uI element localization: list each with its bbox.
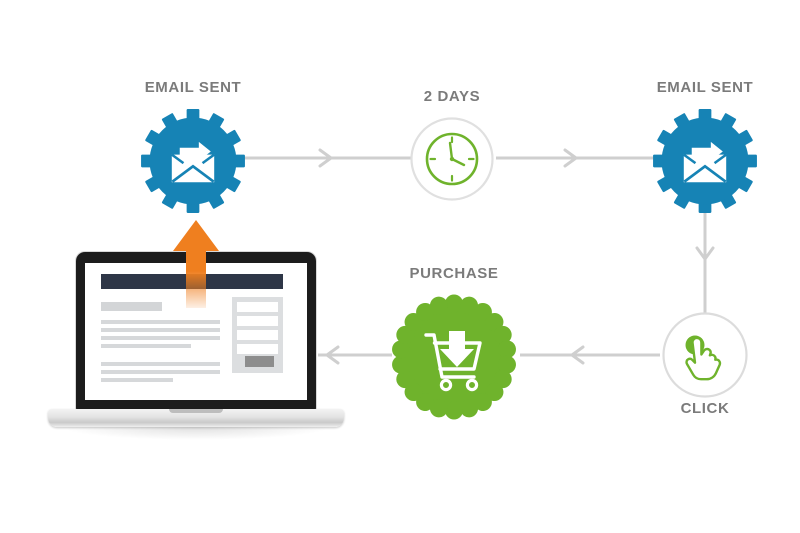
laptop-base bbox=[48, 409, 344, 427]
node-wait-2-days[interactable] bbox=[410, 117, 494, 201]
screen-sidebar-field[interactable] bbox=[237, 302, 278, 312]
node-email-sent-1[interactable] bbox=[140, 108, 246, 214]
screen-sidebar-field[interactable] bbox=[237, 330, 278, 340]
label-email-sent-2: EMAIL SENT bbox=[656, 79, 754, 96]
node-email-sent-2[interactable] bbox=[652, 108, 758, 214]
orange-arrow-shape bbox=[173, 220, 219, 308]
label-click: CLICK bbox=[680, 400, 730, 417]
label-wait-2-days: 2 DAYS bbox=[423, 88, 481, 105]
screen-text-line bbox=[101, 378, 173, 382]
orange-up-arrow-icon bbox=[173, 220, 219, 308]
screen-heading-block bbox=[101, 302, 162, 311]
arrowhead-left-1 bbox=[570, 345, 585, 365]
screen-sidebar-field[interactable] bbox=[237, 316, 278, 326]
screen-text-line bbox=[101, 336, 220, 340]
pointing-hand-icon bbox=[662, 312, 748, 398]
gear-envelope-icon bbox=[141, 109, 245, 213]
arrowhead-left-2 bbox=[325, 345, 340, 365]
arrowhead-right-1 bbox=[318, 148, 333, 168]
screen-text-line bbox=[101, 328, 220, 332]
screen-text-line bbox=[101, 344, 191, 348]
arrowhead-right-2 bbox=[563, 148, 578, 168]
connector-laptop-to-email1 bbox=[168, 218, 224, 313]
laptop-base-notch bbox=[169, 409, 223, 413]
laptop-shadow bbox=[60, 427, 332, 440]
node-click[interactable] bbox=[662, 312, 748, 398]
label-purchase: PURCHASE bbox=[409, 265, 499, 282]
screen-text-line bbox=[101, 320, 220, 324]
screen-text-line bbox=[101, 362, 220, 366]
label-email-sent-1: EMAIL SENT bbox=[144, 79, 242, 96]
clock-icon bbox=[410, 117, 494, 201]
node-purchase[interactable] bbox=[388, 291, 520, 423]
screen-sidebar-submit-button[interactable] bbox=[245, 356, 274, 367]
arrowhead-down-1 bbox=[695, 246, 715, 261]
gear-envelope-icon bbox=[653, 109, 757, 213]
screen-text-line bbox=[101, 370, 220, 374]
screen-sidebar-field[interactable] bbox=[237, 344, 278, 354]
shopping-cart-download-icon bbox=[392, 294, 516, 420]
screen-sidebar-panel bbox=[232, 297, 283, 373]
